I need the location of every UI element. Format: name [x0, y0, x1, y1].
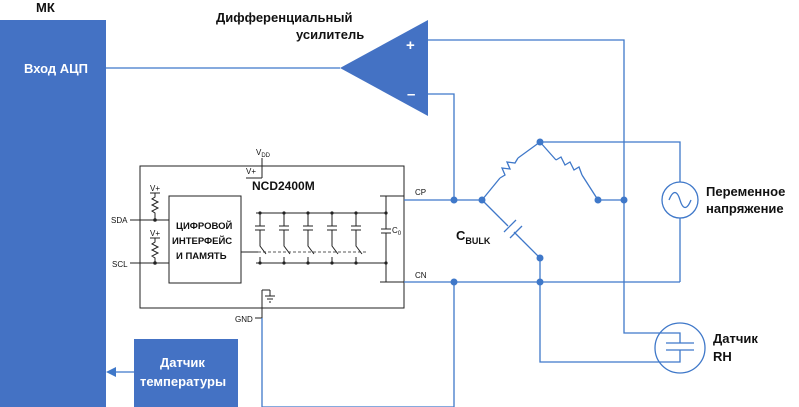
- c0-capacitor: [381, 211, 391, 265]
- junction-dot: [536, 138, 544, 146]
- switched-cap-2: [279, 211, 291, 265]
- bridge-left-upper2: [517, 141, 541, 159]
- switched-cap-1: [255, 211, 267, 265]
- bridge-right-resistor: [555, 156, 583, 176]
- junction-dot: [620, 196, 628, 204]
- digital-line3: И ПАМЯТЬ: [176, 251, 227, 262]
- sda-pullup-resistor: [150, 192, 160, 220]
- vdd-label: VDD: [256, 148, 271, 159]
- adc-input-label: Вход АЦП: [24, 61, 88, 76]
- cp-internal-line: [380, 195, 404, 213]
- gnd-pin: [255, 289, 275, 319]
- vplus-scl-label: V+: [150, 229, 160, 238]
- vplus-sda-label: V+: [150, 184, 160, 193]
- rh-sensor-plates: [654, 332, 694, 363]
- cn-internal-line: [380, 263, 404, 283]
- sda-label: SDA: [111, 216, 128, 225]
- bridge-top-wire: [540, 141, 681, 182]
- digital-line1: ЦИФРОВОЙ: [176, 220, 232, 232]
- ac-source-line1: Переменное: [706, 184, 785, 199]
- switched-cap-4: [327, 211, 339, 265]
- rh-bottom-wire: [539, 282, 654, 363]
- bridge-right-upper2: [581, 174, 599, 201]
- ac-sine-icon: [668, 191, 692, 209]
- rh-sensor-line2: RH: [713, 349, 732, 364]
- rh-top-wire: [623, 200, 654, 334]
- bridge-right-upper: [539, 141, 557, 161]
- junction-dot: [536, 254, 544, 262]
- sda-node: [153, 218, 157, 222]
- rh-sensor-symbol: [654, 322, 706, 374]
- cp-label: CP: [415, 188, 426, 197]
- cn-label: CN: [415, 271, 427, 280]
- amp-title-line2: усилитель: [296, 27, 364, 42]
- amp-plus-sign: +: [406, 37, 415, 54]
- junction-dot: [450, 196, 458, 204]
- gnd-wire: [261, 282, 455, 407]
- mcu-label: МК: [36, 0, 55, 15]
- digital-interface-block: [168, 195, 242, 284]
- digital-line2: ИНТЕРФЕЙС: [172, 235, 232, 247]
- amp-minus-wire: [428, 93, 455, 200]
- cbulk-label: CBULK: [456, 228, 491, 246]
- temp-sensor-line1: Датчик: [160, 355, 205, 370]
- temp-sensor-line2: температуры: [140, 374, 226, 389]
- scl-label: SCL: [112, 260, 128, 269]
- junction-dot: [594, 196, 602, 204]
- rh-sensor-line1: Датчик: [713, 331, 758, 346]
- vplus-top-label: V+: [246, 167, 256, 176]
- gnd-label: GND: [235, 315, 253, 324]
- cbulk-capacitor: [499, 217, 523, 241]
- junction-dot: [478, 196, 486, 204]
- amp-plus-wire: [428, 39, 625, 200]
- junction-dot: [536, 278, 544, 286]
- amp-minus-sign: –: [407, 86, 415, 103]
- bridge-lower: [481, 199, 541, 259]
- vdd-pin: [246, 158, 263, 179]
- ic-name: NCD2400M: [252, 179, 315, 193]
- scl-node: [153, 261, 157, 265]
- amp-title-line1: Дифференциальный: [216, 10, 353, 25]
- switched-cap-5: [351, 211, 363, 265]
- bridge-left-upper: [481, 177, 501, 201]
- bridge-left-resistor: [499, 157, 519, 179]
- junction-dot: [450, 278, 458, 286]
- mcu-block: [0, 20, 106, 407]
- c0-label: C0: [392, 226, 402, 237]
- ac-source-line2: напряжение: [706, 201, 784, 216]
- differential-amplifier: [340, 20, 428, 116]
- switched-cap-3: [303, 211, 315, 265]
- scl-pullup-resistor: [150, 237, 160, 263]
- temp-arrow-icon: [106, 367, 116, 377]
- temperature-sensor-block: [134, 339, 238, 407]
